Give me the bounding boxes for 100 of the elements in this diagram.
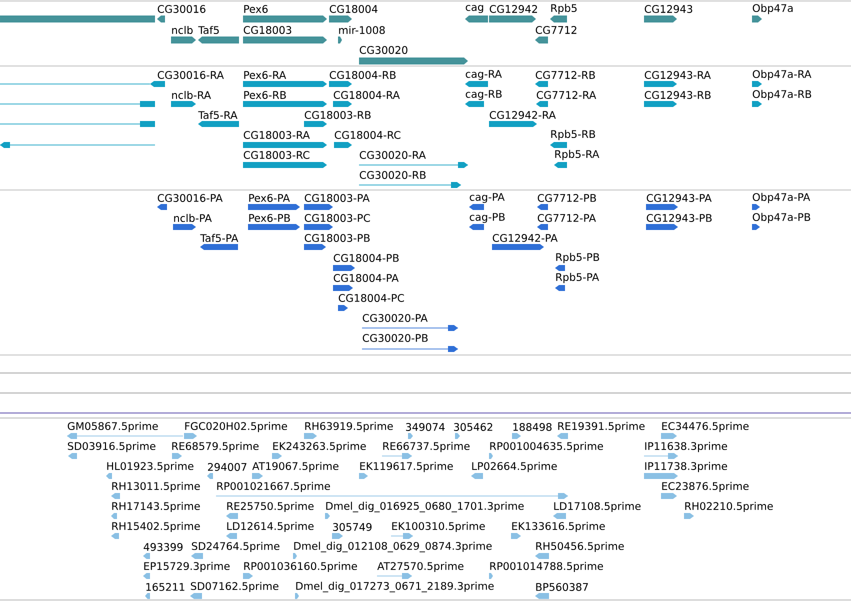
feature-label: RP001014788.5prime <box>490 562 603 572</box>
feature-label: nclb <box>172 26 193 34</box>
feature-label: CG12943-PB <box>646 214 712 222</box>
feature-label: EK100310.5prime <box>392 522 485 532</box>
feature-label: CG18003 <box>244 26 292 34</box>
feature-label: EK133616.5prime <box>512 522 605 532</box>
feature-label: CG18003-PC <box>304 214 370 222</box>
feature-label: nclb-RA <box>172 90 211 100</box>
feature-label: CG7712-RA <box>536 91 596 99</box>
feature-label: CG18004 <box>330 5 378 13</box>
feature-label: RE19391.5prime <box>558 422 645 432</box>
feature-label: EK119617.5prime <box>360 462 453 472</box>
feature-label: CG12943 <box>644 5 692 13</box>
feature-label: AT27570.5prime <box>377 562 464 572</box>
feature-label: LD17108.5prime <box>554 502 641 512</box>
feature-label: Obp47a <box>752 4 793 14</box>
feature-label: Taf5-RA <box>198 110 238 120</box>
feature-label: EC23876.5prime <box>662 482 749 492</box>
feature-label: Rpb5-RA <box>555 150 600 160</box>
feature-label: Rpb5 <box>551 4 577 14</box>
feature-label: 188498 <box>513 423 552 431</box>
feature-label: CG18003-PB <box>304 234 370 242</box>
feature-label: Taf5 <box>198 26 219 34</box>
feature-label: nclb-PA <box>174 214 212 222</box>
feature-label: CG18004-RB <box>330 71 396 79</box>
feature-label: cag-RA <box>466 70 502 80</box>
feature-label: CG18003-RA <box>244 131 310 139</box>
feature-label: CG18004-PA <box>334 274 399 282</box>
feature-label: Pex6-PB <box>249 214 290 222</box>
feature-label: CG30020 <box>360 46 408 54</box>
feature-label: CG18004-PC <box>338 294 404 302</box>
feature-label: CG18003-RC <box>244 151 310 159</box>
feature-label: Rpb5-RB <box>551 130 596 140</box>
feature-label: 305749 <box>333 523 372 531</box>
feature-label: 305462 <box>454 423 492 431</box>
feature-label: IP11738.3prime <box>645 462 728 472</box>
feature-label: 349074 <box>406 423 445 431</box>
feature-label: CG30020-RA <box>360 151 426 159</box>
feature-label: Pex6-RB <box>244 91 286 99</box>
feature-label: RE25750.5prime <box>227 502 314 512</box>
feature-label: RP001036160.5prime <box>244 562 357 572</box>
feature-label: RH50456.5prime <box>536 542 624 552</box>
feature-label: CG12942-RA <box>490 111 556 119</box>
feature-label: CG18004-RC <box>334 131 400 139</box>
feature-label: CG30020-PA <box>362 314 428 322</box>
feature-label: CG12942 <box>490 5 538 13</box>
feature-label: AT19067.5prime <box>252 462 338 472</box>
feature-label: mir-1008 <box>339 26 385 34</box>
feature-label: RH17143.5prime <box>112 502 200 512</box>
feature-label: 493399 <box>144 543 183 551</box>
feature-label: CG18004-RA <box>334 91 400 99</box>
feature-label: SD07162.5prime <box>190 582 278 592</box>
feature-label: CG18004-PB <box>334 254 399 262</box>
feature-label: RE66737.5prime <box>383 442 470 452</box>
feature-label: CG30016 <box>158 5 206 13</box>
feature-label: Dmel_dig_012108_0629_0874.3prime <box>294 542 492 552</box>
feature-label: HL01923.5prime <box>107 462 194 472</box>
feature-label: CG7712-PB <box>538 194 596 202</box>
feature-label: CG30016-RA <box>158 71 224 79</box>
feature-label: Obp47a-PA <box>752 192 810 204</box>
feature-label: LP02664.5prime <box>472 462 557 472</box>
feature-label: Dmel_dig_016925_0680_1701.3prime <box>326 502 524 512</box>
feature-label: CG7712-PA <box>538 214 596 222</box>
feature-label: cag-PA <box>470 193 505 203</box>
feature-label: FGC020H02.5prime <box>185 422 288 432</box>
feature-label: Rpb5-PB <box>556 252 600 264</box>
feature-label: Rpb5-PA <box>556 272 600 284</box>
feature-label: LD12614.5prime <box>227 522 314 532</box>
feature-label: CG12943-RB <box>644 91 711 99</box>
feature-label: CG18003-PA <box>304 194 370 202</box>
feature-label: CG18003-RB <box>304 111 371 119</box>
feature-label: EP15729.3prime <box>144 562 230 572</box>
feature-label: Dmel_dig_017273_0671_2189.3prime <box>296 582 494 592</box>
feature-label: CG30020-PB <box>362 334 428 342</box>
feature-label: RH13011.5prime <box>112 482 200 492</box>
feature-label: GM05867.5prime <box>68 422 158 432</box>
feature-label: EK243263.5prime <box>273 442 366 452</box>
feature-label: Pex6 <box>244 5 268 13</box>
feature-label: RE68579.5prime <box>172 442 259 452</box>
feature-label: SD24764.5prime <box>192 542 280 552</box>
feature-label: Pex6-RA <box>244 71 286 79</box>
feature-label: Obp47a-RB <box>752 90 812 100</box>
feature-label: 294007 <box>208 463 246 471</box>
feature-label: RP001004635.5prime <box>490 442 603 452</box>
feature-label: CG7712-RB <box>536 71 595 79</box>
feature-label: CG12943-RA <box>644 71 711 79</box>
feature-label: RP001021667.5prime <box>217 482 330 492</box>
feature-label: RH15402.5prime <box>112 522 200 532</box>
feature-label: CG30016-PA <box>158 194 223 202</box>
feature-label: Taf5-PA <box>200 234 238 242</box>
feature-label: IP11638.3prime <box>645 442 728 452</box>
feature-label: CG7712 <box>536 26 576 34</box>
feature-label: BP560387 <box>536 583 588 591</box>
feature-label: cag <box>466 4 484 14</box>
feature-label: cag-PB <box>470 213 505 223</box>
feature-label: CG30020-RB <box>360 171 426 179</box>
feature-label: cag-RB <box>466 90 502 100</box>
feature-label: CG12943-PA <box>646 194 712 202</box>
feature-label: Obp47a-PB <box>752 212 810 224</box>
feature-label: Obp47a-RA <box>752 70 812 80</box>
